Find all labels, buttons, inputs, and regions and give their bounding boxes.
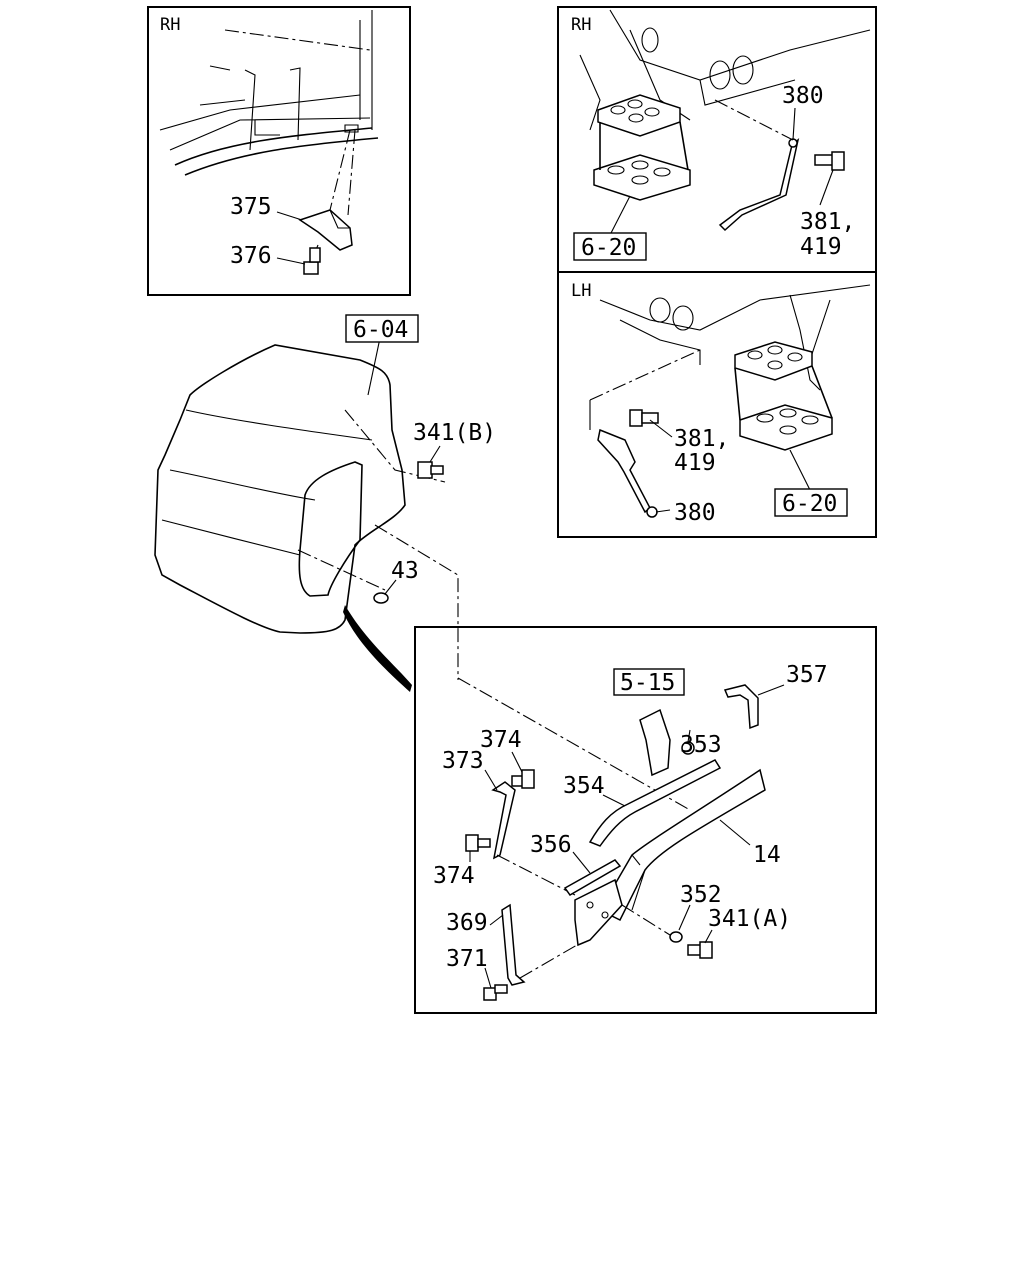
leader-376: [276, 257, 306, 265]
part-354-plate: [588, 759, 722, 847]
dash-cab-to-detail: [374, 524, 459, 680]
part-357-clip: [723, 684, 759, 730]
part-bracket-mount: [574, 878, 623, 947]
leader-371: [484, 967, 492, 989]
leader-357: [757, 684, 785, 696]
leader-604: [367, 337, 381, 396]
step-assembly-rh: [593, 94, 691, 201]
ref-box-620-rh: [573, 232, 647, 261]
part-label-43: 43: [391, 558, 419, 584]
part-label-374-bottom: 374: [433, 863, 475, 889]
dash-380-rh: [714, 99, 794, 141]
leader-620-rh: [609, 195, 631, 236]
ref-label-620-lh: 6-20: [782, 491, 837, 517]
part-label-380-rh: 380: [782, 83, 824, 109]
part-515-bracket: [639, 708, 671, 777]
part-381-bolt-lh: [629, 409, 659, 427]
leader-341a: [704, 929, 713, 944]
leader-374-top: [511, 751, 523, 773]
dash-43: [297, 549, 386, 591]
part-label-419-rh: 419: [800, 234, 842, 260]
leader-354: [602, 794, 626, 807]
leader-620-lh: [789, 449, 811, 491]
part-43-grommet: [373, 592, 389, 604]
ref-box-620-lh: [774, 488, 848, 517]
part-375-shape: [298, 209, 353, 251]
part-label-341a: 341(A): [708, 906, 791, 932]
part-label-375: 375: [230, 194, 272, 220]
part-371-bolt: [483, 984, 508, 1001]
leader-380-lh: [655, 509, 671, 513]
panel-lh-step: LH: [557, 271, 877, 538]
panel-rh-inset-frame: [147, 6, 411, 296]
part-374-bolt-top: [511, 769, 535, 789]
part-label-376: 376: [230, 243, 272, 269]
part-369-stay: [501, 903, 526, 986]
leader-373: [484, 769, 498, 791]
step-assembly-lh: [734, 341, 833, 451]
dash-373-to-356: [496, 854, 576, 896]
side-label-lh: LH: [571, 281, 591, 301]
leader-380-rh: [792, 107, 796, 141]
part-label-354: 354: [563, 773, 605, 799]
ref-label-515: 5-15: [620, 670, 675, 696]
leader-341b: [429, 445, 441, 463]
dash-lh-1: [589, 349, 701, 401]
cab-outline: [154, 344, 446, 634]
part-label-374-top: 374: [480, 727, 522, 753]
panel-rh-inset: RH 375 376: [147, 6, 411, 296]
part-380-rod-lh: [597, 428, 658, 518]
ref-label-604: 6-04: [353, 317, 408, 343]
detail-arrow: [343, 605, 412, 692]
part-label-369: 369: [446, 910, 488, 936]
leader-352: [678, 904, 691, 931]
part-label-14: 14: [753, 842, 781, 868]
part-341a-bolt: [687, 941, 713, 959]
part-label-356: 356: [530, 832, 572, 858]
leader-369: [489, 914, 504, 926]
part-label-371: 371: [446, 946, 488, 972]
panel-bracket-frame: [414, 626, 877, 1014]
side-label-rh: RH: [160, 15, 180, 35]
leader-43: [384, 579, 397, 595]
part-373-stay: [491, 781, 516, 860]
part-381-bolt-rh: [814, 151, 845, 171]
part-label-352: 352: [680, 882, 722, 908]
leader-381-rh: [819, 169, 834, 206]
dash-369-to-mount: [519, 944, 578, 979]
ref-label-620-rh: 6-20: [581, 235, 636, 261]
part-label-380-lh: 380: [674, 500, 716, 526]
leader-381-lh: [649, 419, 673, 438]
leader-353: [687, 729, 691, 743]
panel-lh-step-frame: [557, 271, 877, 538]
part-14-frame-rail: [598, 768, 766, 922]
leader-375: [276, 211, 303, 221]
part-label-419-lh: 419: [674, 450, 716, 476]
ref-box-515: [613, 668, 685, 696]
part-352-washer: [669, 931, 683, 943]
leader-356: [572, 851, 591, 874]
panel-bracket-detail: 14 357 5-15 353 354 373 374: [414, 626, 877, 1014]
part-label-373: 373: [442, 748, 484, 774]
panel-rh-step: RH: [557, 6, 877, 273]
part-label-353: 353: [680, 732, 722, 758]
part-374-bolt-bottom: [465, 834, 491, 852]
part-376-bolt: [303, 244, 321, 275]
part-label-357: 357: [786, 662, 828, 688]
part-label-381-rh: 381,: [800, 209, 855, 235]
leader-14: [719, 819, 751, 846]
dash-detail-1: [457, 677, 691, 811]
cab-rear-corner-sketch: [159, 10, 379, 231]
part-356-strip: [563, 859, 622, 896]
ref-box-604: [345, 314, 419, 343]
dash-to-352: [621, 904, 671, 936]
frame-rail-sketch-lh: [599, 284, 871, 391]
part-label-381-lh: 381,: [674, 426, 729, 452]
part-label-341b: 341(B): [413, 420, 496, 446]
part-380-rod-rh: [718, 138, 800, 232]
side-label-rh-step: RH: [571, 15, 591, 35]
part-341b-bolt: [417, 461, 444, 479]
